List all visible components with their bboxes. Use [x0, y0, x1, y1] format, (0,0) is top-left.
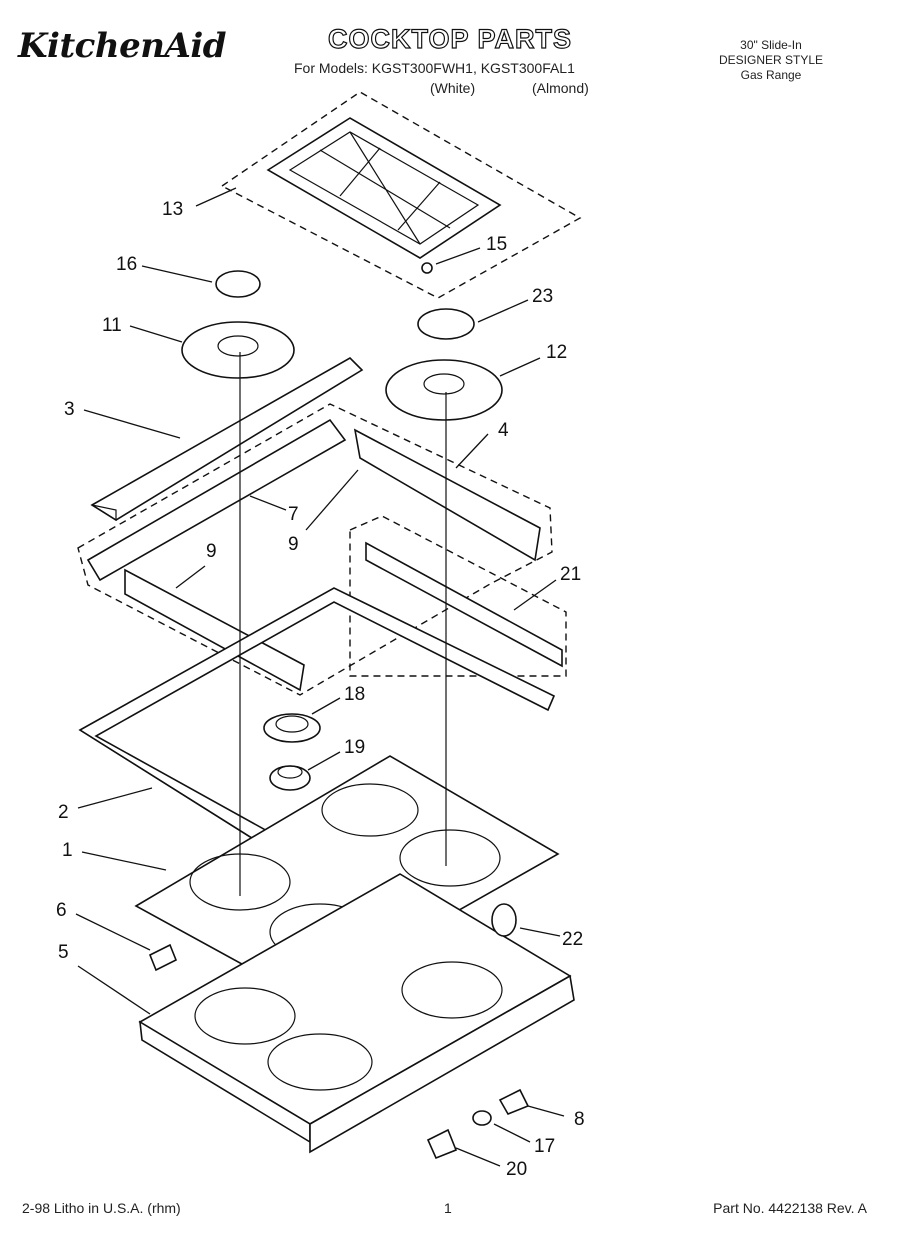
callout-12: 12: [546, 342, 567, 363]
callout-6: 6: [56, 900, 67, 921]
side-bracket-right: [353, 428, 541, 562]
callout-2: 2: [58, 802, 69, 823]
burner-base-left: [181, 321, 295, 379]
trim-strip-outline: [349, 515, 567, 677]
clip-6: [148, 943, 178, 972]
front-rail: [86, 418, 347, 582]
trim-strip: [365, 541, 563, 668]
callout-3: 3: [64, 399, 75, 420]
footer-part-number: Part No. 4422138 Rev. A: [713, 1200, 867, 1216]
orifice-19: [269, 765, 311, 791]
spec-style: DESIGNER STYLE: [718, 53, 824, 67]
footer-page-number: 1: [444, 1200, 452, 1216]
spec-range-size: 30" Slide-In: [740, 38, 802, 52]
callout-23: 23: [532, 286, 553, 307]
switch-22: [491, 903, 517, 937]
leader-lines: [75, 187, 565, 1167]
callout-7: 7: [288, 504, 299, 525]
footer-print-info: 2-98 Litho in U.S.A. (rhm): [22, 1200, 181, 1216]
vent-trim: [90, 357, 364, 522]
callout-1: 1: [62, 840, 73, 861]
burner-base-right: [385, 359, 503, 421]
callout-4: 4: [498, 420, 509, 441]
variant-almond-label: (Almond): [532, 80, 589, 96]
bracket-20: [426, 1128, 458, 1160]
cooktop-base-pan: [138, 873, 575, 1154]
spec-fuel-type: Gas Range: [740, 68, 802, 82]
side-bracket-left: [124, 568, 305, 692]
variant-white-label: (White): [430, 80, 476, 96]
callout-22: 22: [562, 929, 583, 950]
models-line: For Models: KGST300FWH1, KGST300FAL1: [294, 60, 575, 76]
callout-5: 5: [58, 942, 69, 963]
burner-ring-18: [263, 713, 321, 743]
callout-19: 19: [344, 737, 365, 758]
callout-11: 11: [102, 315, 122, 336]
callout-15: 15: [486, 234, 507, 255]
callout-16: 16: [116, 254, 137, 275]
callout-13: 13: [162, 199, 183, 220]
burner-cap-large: [417, 308, 475, 340]
burner-cap-small: [215, 270, 261, 298]
brand-logo: KitchenAid: [18, 26, 227, 66]
page-title: COCKTOP PARTS: [327, 23, 573, 54]
callout-20: 20: [506, 1159, 527, 1180]
igniter-17: [472, 1110, 492, 1126]
callout-18: 18: [344, 684, 365, 705]
grate-assembly: [220, 91, 582, 299]
callout-17: 17: [534, 1136, 555, 1157]
callout-9-right: 9: [288, 534, 299, 555]
rail-group-outline: [77, 403, 553, 696]
callout-9-left: 9: [206, 541, 217, 562]
callout-8: 8: [574, 1109, 585, 1130]
callout-21: 21: [560, 564, 581, 585]
bracket-8: [498, 1088, 530, 1116]
